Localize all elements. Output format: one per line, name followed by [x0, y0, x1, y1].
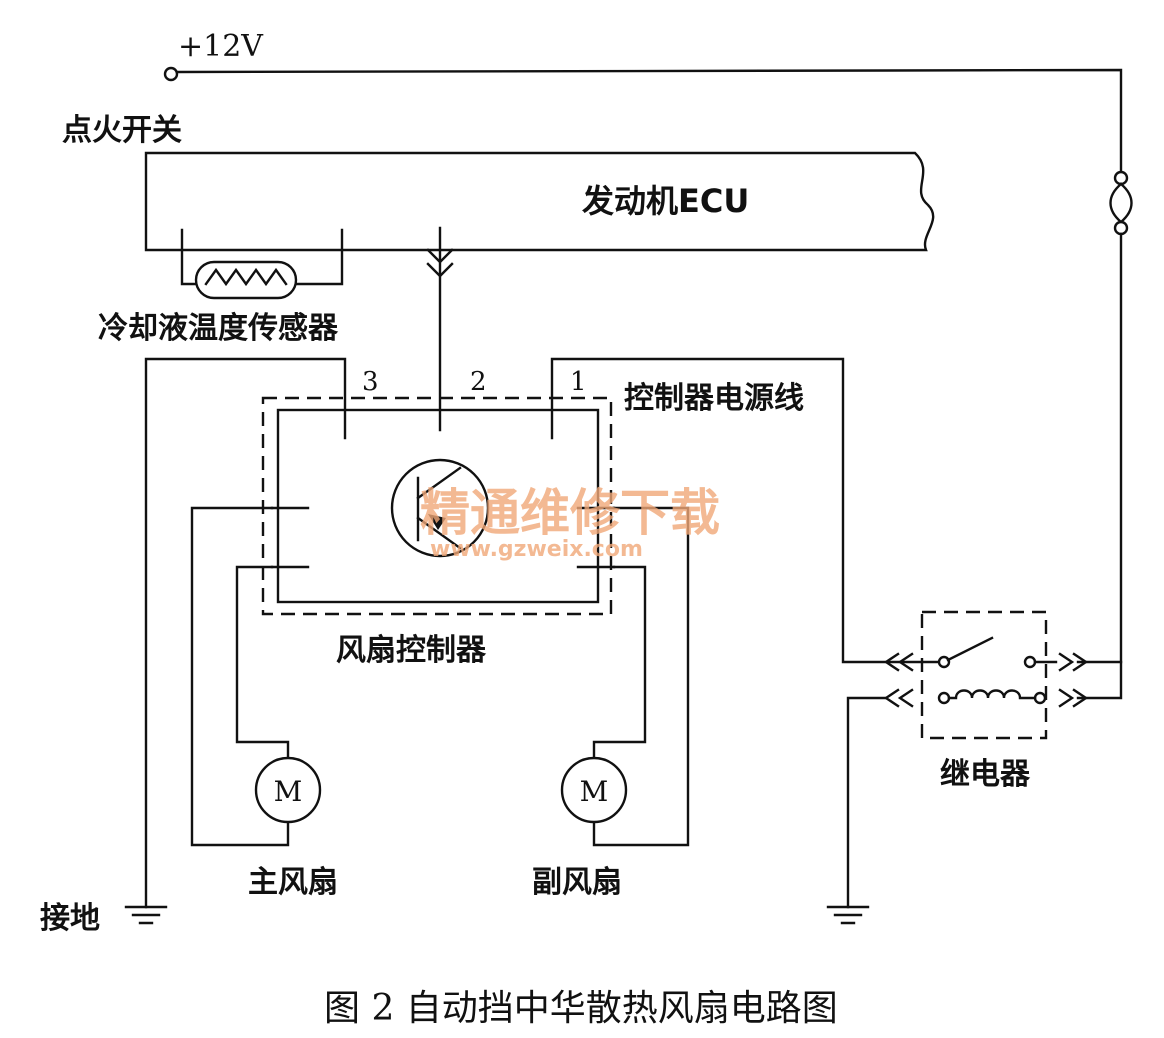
- fuse-terminal-bottom: [1113, 220, 1129, 236]
- relay-coil-icon: [947, 689, 1037, 700]
- supply-bus-wire: [175, 68, 1123, 174]
- pin3-ground-wire: [144, 357, 347, 909]
- relay-dashed-box: [920, 610, 1048, 740]
- ground-symbol-left-icon: [124, 905, 168, 925]
- watermark-text: 精通维修下载: [420, 484, 720, 542]
- supply-label: +12V: [178, 29, 264, 64]
- ecu-label: 发动机ECU: [582, 182, 749, 220]
- transistor-icon: [390, 458, 490, 558]
- aux-fan-wire-inner: [592, 565, 647, 760]
- ground-label: 接地: [40, 901, 100, 936]
- connector-arrow-icon: [426, 248, 454, 278]
- transistor-emitter-arrow: [428, 514, 446, 530]
- pin-label-1: 1: [570, 367, 587, 397]
- relay-coil-terminal-left: [937, 691, 951, 705]
- fan-controller-label: 风扇控制器: [336, 633, 487, 668]
- aux-fan-wire-outer: [592, 506, 690, 847]
- transistor-emitter: [416, 516, 462, 550]
- relay-connector-left-bottom: [883, 688, 914, 708]
- aux-fan-motor-icon: [560, 756, 628, 824]
- aux-fan-motor-symbol: M: [580, 775, 609, 808]
- controller-power-wire: [550, 357, 940, 664]
- thermistor-icon: [194, 260, 298, 300]
- relay-coil-ground-wire: [846, 696, 888, 909]
- watermark-url: www.gzweix.com: [430, 537, 643, 562]
- ground-symbol-right-icon: [826, 905, 870, 925]
- relay-coil-terminal-right: [1033, 691, 1047, 705]
- supply-terminal: [163, 66, 179, 82]
- relay-label: 继电器: [940, 757, 1031, 792]
- transistor-collector: [416, 466, 462, 500]
- ignition-switch-label: 点火开关: [62, 113, 182, 148]
- aux-fan-label: 副风扇: [532, 865, 622, 900]
- fuse-icon: [1109, 182, 1133, 224]
- main-fan-label: 主风扇: [248, 865, 338, 900]
- pin-label-3: 3: [362, 367, 379, 397]
- figure-caption: 图 2 自动挡中华散热风扇电路图: [324, 988, 838, 1029]
- main-fan-wire-outer: [190, 506, 290, 847]
- coolant-sensor-label: 冷却液温度传感器: [98, 311, 339, 346]
- fan-controller-dashed-box: [261, 396, 613, 616]
- relay-connector-left-top: [883, 652, 914, 672]
- main-fan-motor-symbol: M: [274, 775, 303, 808]
- relay-switch-contact-right: [1023, 655, 1037, 669]
- main-fan-motor-icon: [254, 756, 322, 824]
- fuse-to-relay-wire: [1076, 232, 1123, 700]
- relay-switch-contact-left: [937, 655, 951, 669]
- relay-switch-blade: [946, 636, 994, 662]
- fuse-terminal-top: [1113, 170, 1129, 186]
- ecu-block: [144, 151, 935, 252]
- fan-controller-inner-box: [276, 408, 600, 604]
- controller-power-line-label: 控制器电源线: [624, 381, 804, 416]
- thermistor-zigzag: [204, 267, 288, 287]
- relay-connector-right-top: [1058, 652, 1089, 672]
- main-fan-wire-inner: [235, 565, 290, 760]
- relay-connector-right-bottom: [1058, 688, 1089, 708]
- pin-label-2: 2: [470, 367, 487, 397]
